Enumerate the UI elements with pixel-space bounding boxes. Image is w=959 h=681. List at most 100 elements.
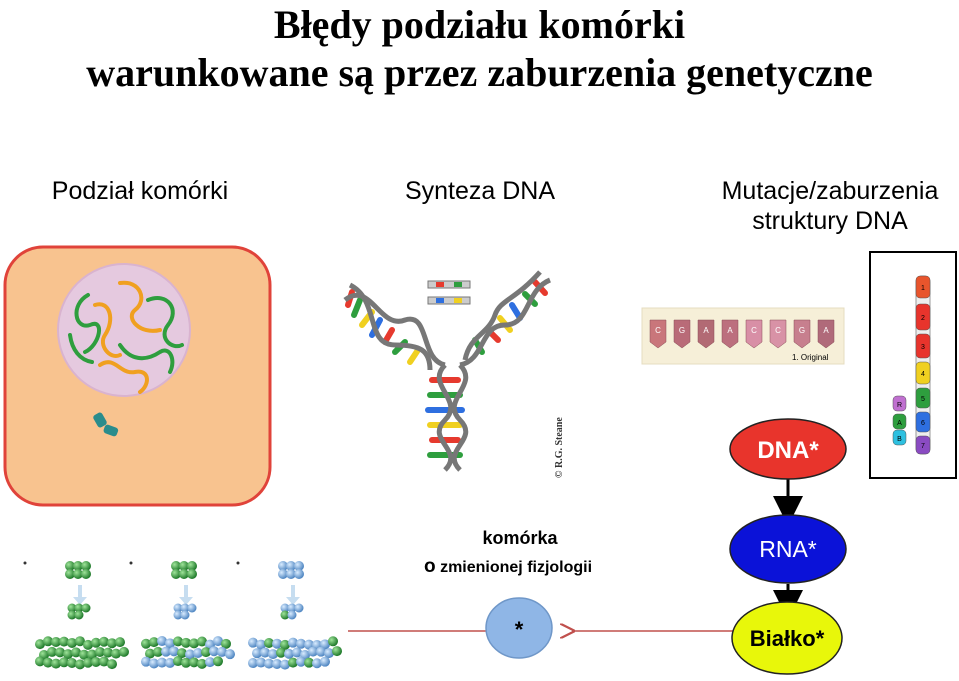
colony-cell — [111, 648, 121, 659]
altered-cell-label-prefix: o — [424, 556, 436, 577]
colony-cell — [280, 659, 290, 670]
dna-node — [729, 418, 847, 480]
header-dna-synthesis: Synteza DNA — [404, 177, 556, 205]
colony-cell — [276, 647, 286, 658]
colony-cell — [81, 561, 91, 571]
dna-base-tag: G — [673, 319, 691, 349]
colony-cell — [91, 656, 101, 667]
colony-cell — [316, 646, 326, 657]
colony-cell — [99, 656, 109, 667]
colony-cell — [91, 637, 101, 648]
colony-cell — [107, 638, 117, 649]
colony-cell — [169, 646, 179, 657]
colony-cell — [193, 647, 203, 658]
chromosome-band-label: 1 — [921, 285, 925, 292]
colony-cell — [75, 636, 85, 647]
colony-cell — [59, 657, 69, 668]
altered-cell-node — [485, 597, 553, 659]
dna-base-letter: G — [799, 326, 805, 335]
colony-cell — [180, 610, 190, 620]
chromosome-band: 4 — [915, 361, 931, 385]
colony-cell — [256, 657, 266, 668]
colony-cell — [81, 569, 91, 579]
colony-cell — [272, 638, 282, 649]
colony-cell — [180, 603, 190, 613]
colony-cell — [284, 648, 294, 659]
altered-cell-label-rest: zmienionej fizjologii — [440, 559, 593, 576]
colony-cell — [115, 637, 125, 648]
colony-cell — [35, 639, 45, 650]
colony-cell — [107, 659, 117, 670]
copyright-label: © R.G. Steane — [554, 417, 565, 478]
colony-cell — [55, 647, 65, 658]
dna-node-label: DNA* — [757, 437, 819, 464]
colony-cell — [187, 561, 197, 571]
colony-cell — [71, 647, 81, 658]
colony-cell — [268, 649, 278, 660]
colony-cell — [165, 657, 175, 668]
colony-cell — [63, 649, 73, 660]
chromosome-band: 1 — [915, 275, 931, 299]
colony-cell — [99, 636, 109, 647]
altered-cell-marker: * — [515, 617, 524, 642]
colony-cell — [324, 648, 334, 659]
colony-cell — [189, 657, 199, 668]
chromosome-band-label: 3 — [921, 344, 925, 351]
cell-illustration — [3, 245, 272, 507]
chromosome-band: 7 — [915, 435, 931, 455]
colony-dot — [129, 561, 133, 565]
colony-cell — [264, 658, 274, 669]
colony-cell — [173, 610, 183, 620]
colony-cell — [141, 656, 151, 667]
colony-cell — [205, 657, 215, 668]
protein-node-label: Białko* — [750, 626, 825, 651]
colony-cell — [217, 646, 227, 657]
colony-cell — [149, 658, 159, 669]
chromosome-band: 2 — [915, 303, 931, 331]
colony-cell — [312, 658, 322, 669]
colony-arrow — [179, 585, 193, 605]
colony-cell — [67, 657, 77, 668]
colony-cell — [280, 603, 290, 613]
colony-cell — [47, 646, 57, 657]
colony-cell — [280, 610, 290, 620]
colony-cell — [73, 561, 83, 571]
protein-node — [731, 601, 843, 675]
colony-cell — [74, 610, 84, 620]
colony-cell — [165, 638, 175, 649]
dna-base-letter: C — [655, 326, 661, 335]
colony-cell — [189, 638, 199, 649]
colony-cell — [157, 657, 167, 668]
colony-cell — [51, 658, 61, 669]
dna-base-letter: G — [679, 326, 685, 335]
colony-cell — [288, 637, 298, 648]
colony-cell — [43, 636, 53, 647]
dna-base-tag: A — [817, 319, 835, 349]
title-line-1: Błędy podziału komórki — [273, 2, 686, 47]
chromosome-band-label: 5 — [921, 396, 925, 403]
colony-cell — [181, 657, 191, 668]
header-cell-division: Podział komórki — [51, 177, 229, 205]
colony-cell — [296, 638, 306, 649]
centrioles — [93, 412, 119, 437]
colony-cell — [67, 637, 77, 648]
colony-cell — [59, 636, 69, 647]
colony-cell — [287, 610, 297, 620]
chromosome-small-band: R — [892, 395, 907, 412]
colony-cell — [74, 603, 84, 613]
colony-cell — [286, 569, 296, 579]
colony-cell — [95, 646, 105, 657]
colony-cell — [145, 648, 155, 659]
colony-cell — [171, 569, 181, 579]
cell-colonies — [23, 561, 342, 670]
colony-cell — [73, 569, 83, 579]
colony-cell — [35, 656, 45, 667]
colony-cell — [173, 656, 183, 667]
colony-cell — [304, 657, 314, 668]
colony-cell — [87, 649, 97, 660]
colony-cell — [43, 657, 53, 668]
colony-cell — [83, 639, 93, 650]
colony-cell — [320, 656, 330, 667]
dna-base-tag: C — [769, 319, 787, 349]
